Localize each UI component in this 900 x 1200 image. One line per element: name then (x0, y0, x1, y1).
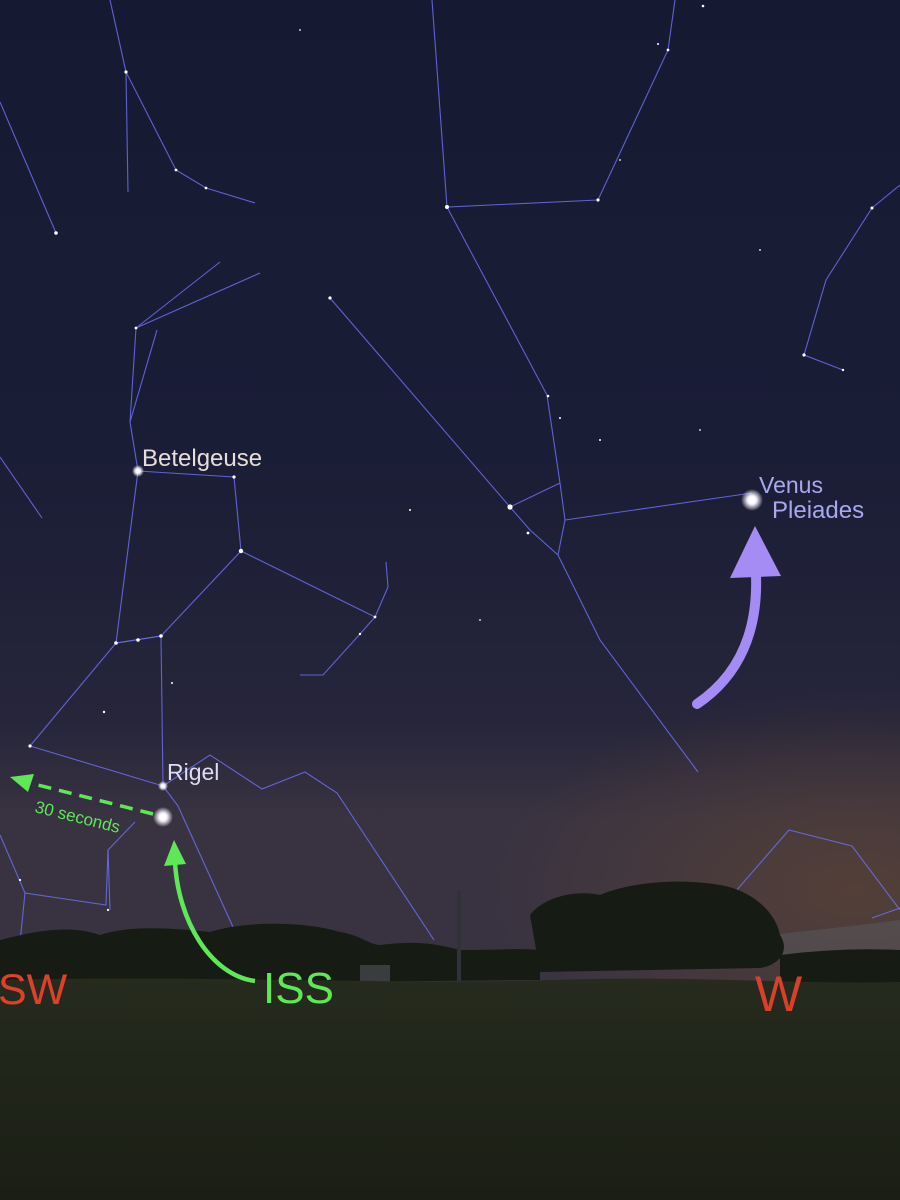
distant-hills (770, 920, 900, 955)
stars (18, 4, 874, 912)
betelgeuse-label: Betelgeuse (142, 445, 262, 472)
rigel-label: Rigel (167, 759, 219, 785)
constellation-lines (0, 0, 900, 943)
iss-pointer-arrow (164, 840, 256, 984)
pleiades-label: Pleiades (772, 497, 864, 524)
venus-pointer-arrow (692, 526, 781, 709)
iss-label: ISS (263, 964, 334, 1013)
bright-objects (132, 465, 763, 827)
tree-line (0, 881, 900, 990)
venus-label: Venus (759, 472, 823, 498)
rigel-star (158, 781, 168, 791)
compass-southwest: SW (0, 966, 68, 1014)
compass-west: W (755, 966, 803, 1022)
ground (0, 978, 900, 1200)
iss-motion-arrow (10, 774, 154, 816)
betelgeuse-star (132, 465, 144, 477)
